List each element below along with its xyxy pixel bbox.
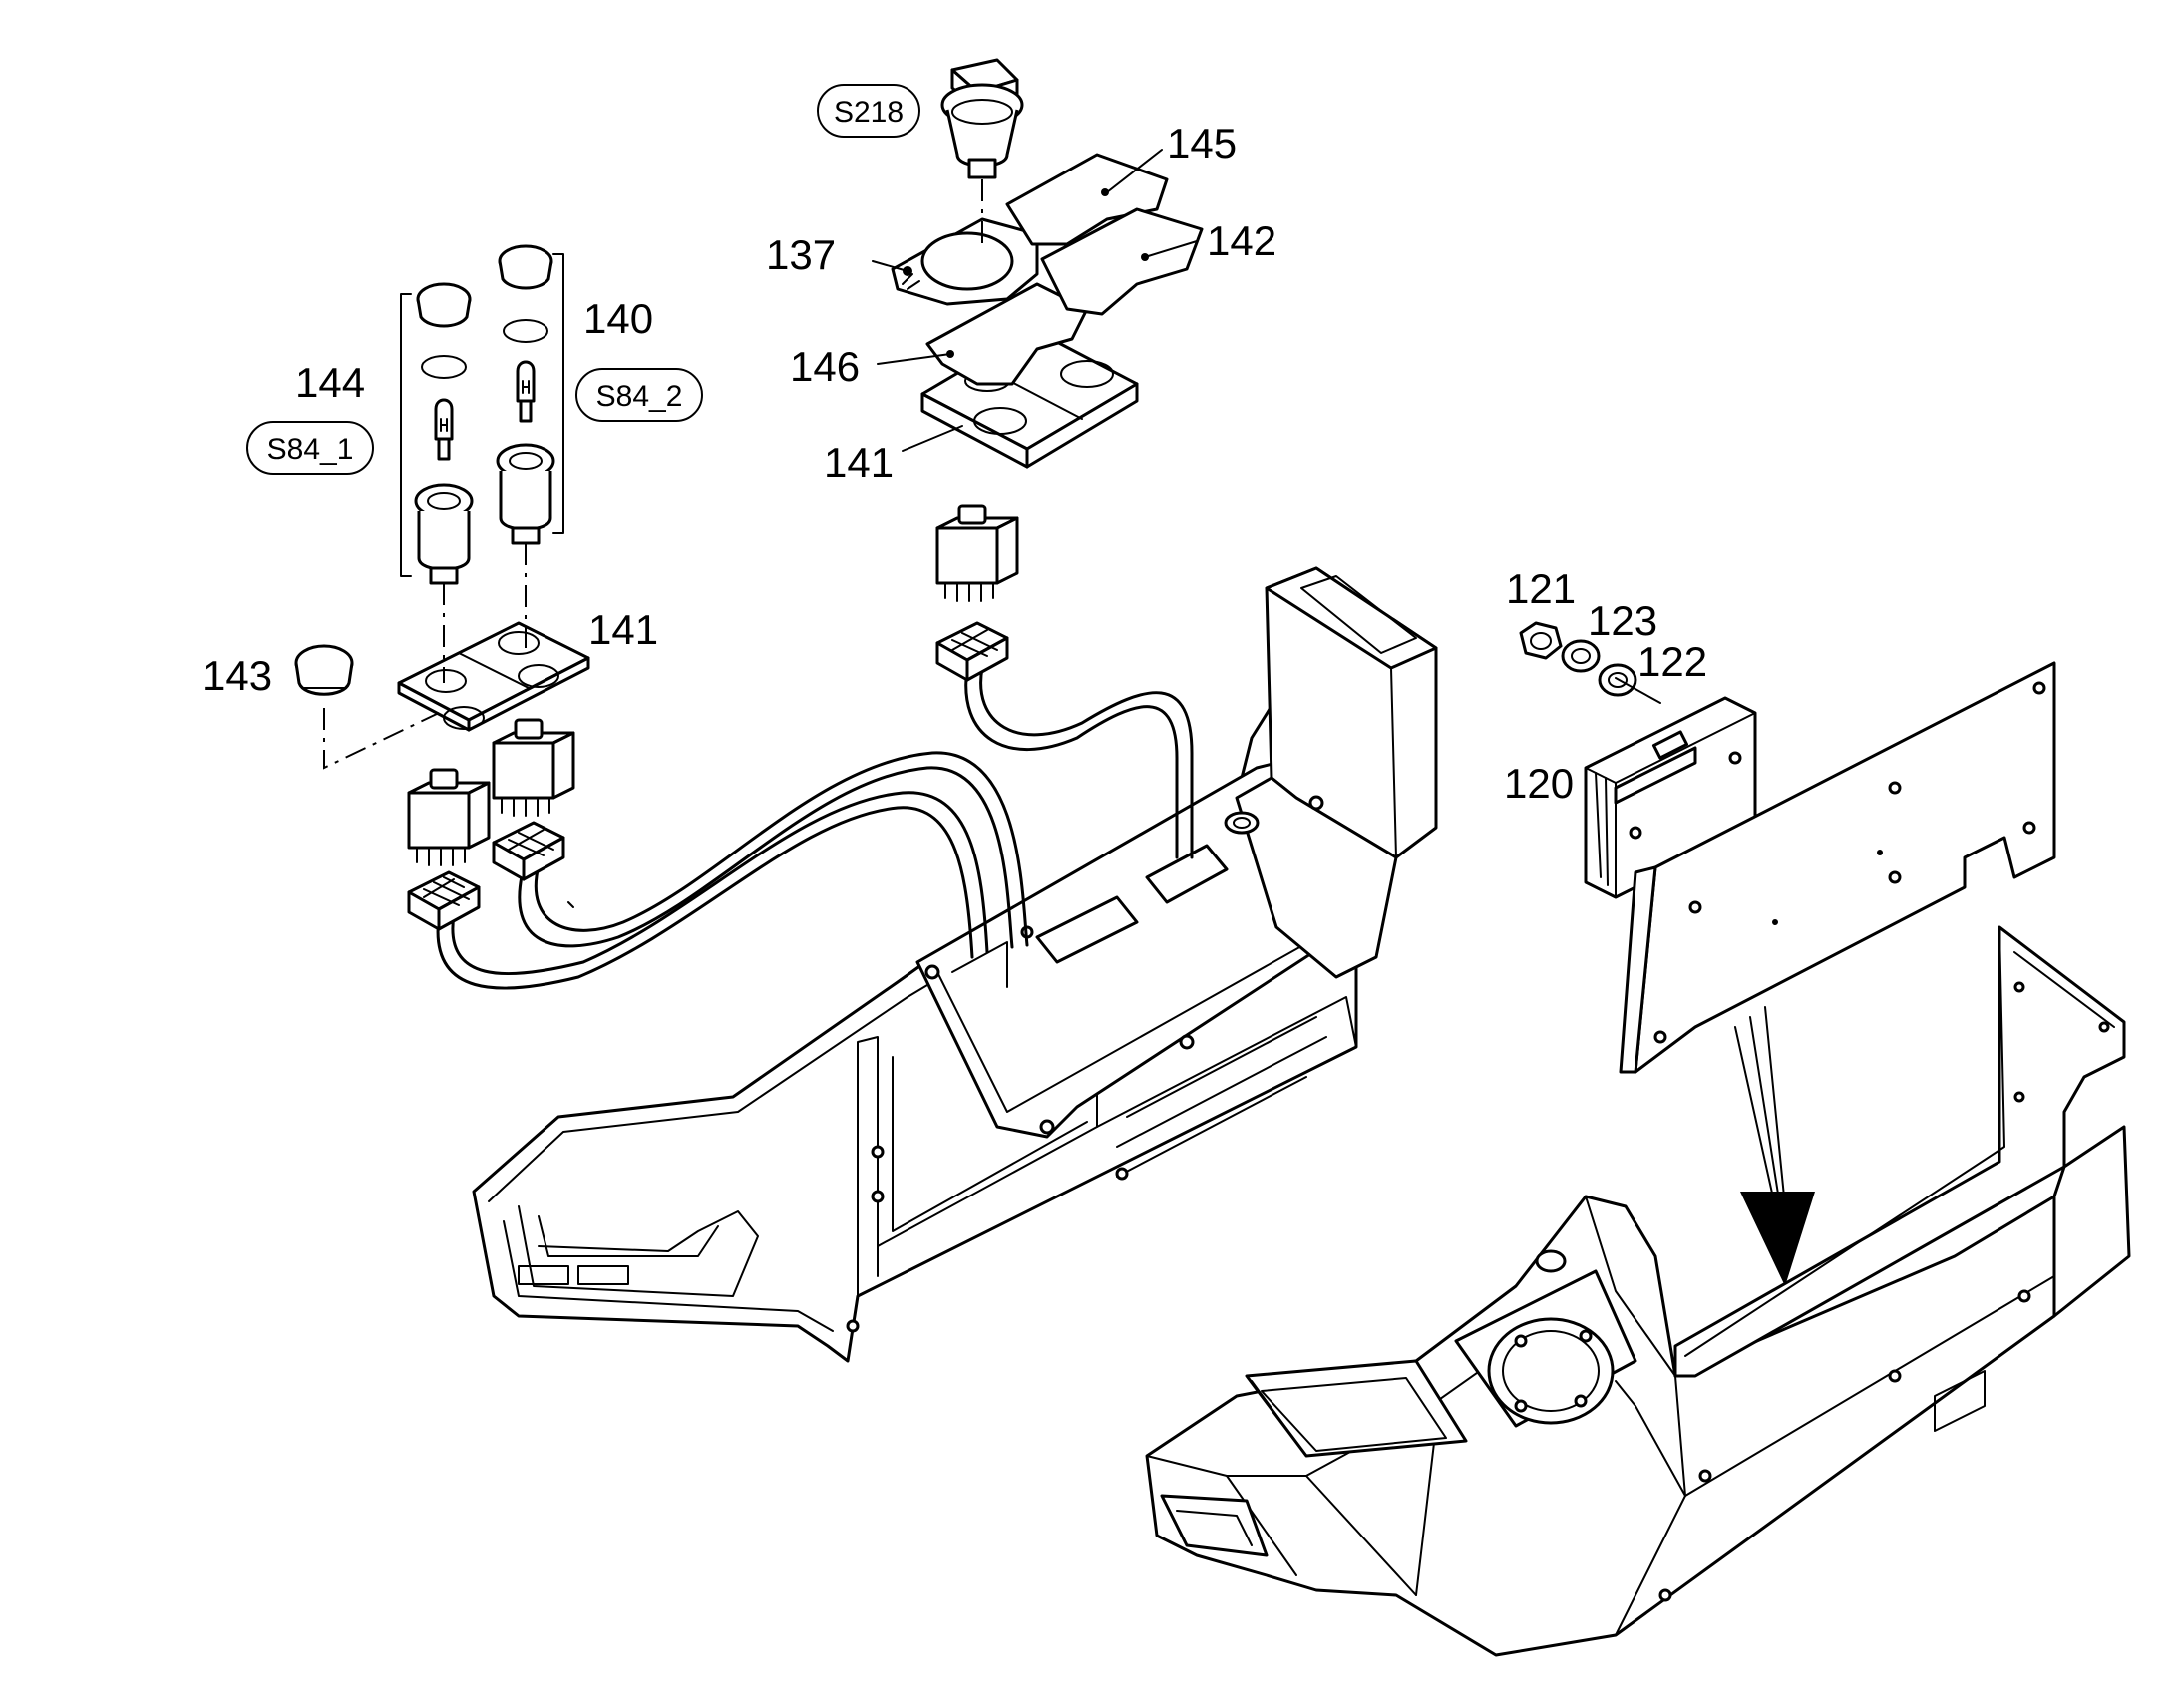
bracket-144	[400, 293, 412, 577]
console-upright-housing	[1224, 566, 1438, 979]
leader-lines	[872, 149, 1661, 704]
callout-141-upper: 141	[824, 439, 894, 486]
relay-right	[492, 718, 575, 817]
wiring-harness	[436, 666, 1194, 990]
tag-s84-1: S84_1	[246, 421, 374, 475]
relay-center	[935, 504, 1019, 602]
callout-141-lower: 141	[588, 606, 658, 653]
callout-123: 123	[1588, 597, 1657, 644]
tag-s218: S218	[817, 84, 920, 138]
blanking-cap	[294, 644, 354, 696]
relay-left	[407, 768, 491, 866]
assembly-direction-arrow	[1734, 1006, 1815, 1286]
switch-plate-center	[920, 327, 1139, 469]
tag-s218-text: S218	[834, 96, 904, 129]
switch-assembly-s84-2	[496, 244, 555, 545]
connector-plug-center	[935, 621, 1009, 682]
callout-146: 146	[790, 343, 860, 390]
tag-s84-2-text: S84_2	[596, 380, 683, 413]
mounting-panel	[1619, 661, 2056, 1074]
tag-s84-2: S84_2	[575, 368, 703, 422]
callout-137: 137	[766, 231, 836, 278]
label-membrane-137	[891, 217, 1039, 306]
callout-120: 120	[1504, 760, 1574, 807]
callout-142: 142	[1207, 217, 1276, 264]
connector-plug-left-lower	[407, 870, 481, 931]
callout-144: 144	[295, 359, 365, 406]
washer-123	[1561, 639, 1601, 673]
bracket-140	[552, 253, 564, 534]
nut-121	[1519, 621, 1563, 660]
rotary-switch-s218	[940, 58, 1024, 179]
callout-143: 143	[202, 652, 272, 699]
switch-plate-left	[397, 621, 590, 732]
callout-145: 145	[1167, 120, 1237, 167]
right-console-housing	[1145, 1195, 2056, 1657]
console-instrument-tray	[915, 746, 1338, 1139]
switch-assembly-s84-1	[414, 282, 474, 585]
right-console-side-panel	[1673, 925, 2131, 1378]
callout-121: 121	[1506, 565, 1576, 612]
connector-plug-right-lower	[492, 821, 565, 881]
tag-s84-1-text: S84_1	[267, 433, 354, 466]
assembly-line-cap	[323, 708, 440, 770]
callout-140: 140	[583, 295, 653, 342]
callout-122: 122	[1637, 638, 1707, 685]
